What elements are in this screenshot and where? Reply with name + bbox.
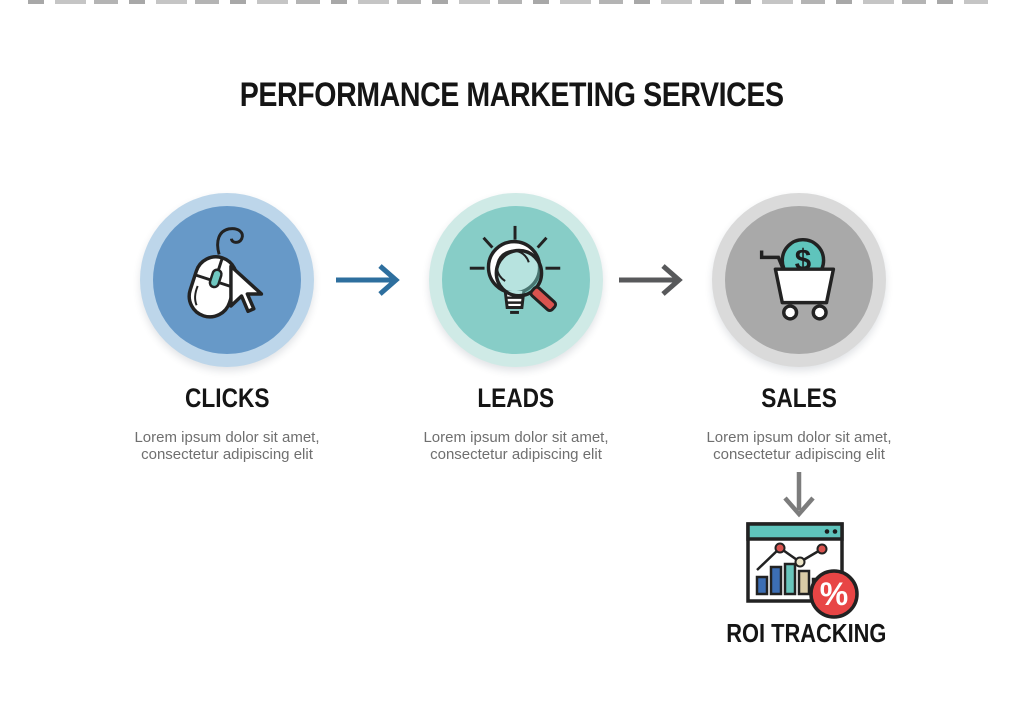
step-desc-clicks-line1: Lorem ipsum dolor sit amet, xyxy=(134,429,320,446)
step-desc-sales: Lorem ipsum dolor sit amet, consectetur … xyxy=(683,429,915,463)
arrow-clicks-to-leads xyxy=(336,264,400,296)
trend-point xyxy=(774,542,786,554)
step-label-sales-text: SALES xyxy=(761,383,837,413)
browser-dot-icon xyxy=(832,529,838,534)
browser-header-bar xyxy=(746,522,844,541)
step-desc-sales-line1: Lorem ipsum dolor sit amet, xyxy=(706,429,892,446)
cart-basket xyxy=(773,267,836,305)
step-label-sales: SALES xyxy=(689,383,909,414)
page-title: PERFORMANCE MARKETING SERVICES xyxy=(0,76,1024,115)
lightbulb-rays xyxy=(469,225,561,270)
computer-mouse-cursor-icon xyxy=(187,227,264,319)
cursor-arrow xyxy=(229,264,264,314)
step-circle-sales-inner: $ xyxy=(725,206,873,354)
percent-badge xyxy=(809,569,859,619)
arrow-leads-to-sales xyxy=(619,264,683,296)
magnifier-lens xyxy=(494,248,544,298)
mouse-scroll-wheel xyxy=(208,268,223,289)
roi-tracking-label-text: ROI TRACKING xyxy=(725,618,887,648)
cart-wheel-right xyxy=(811,304,828,321)
step-label-leads-text: LEADS xyxy=(477,383,555,413)
cart-handle xyxy=(759,250,785,270)
magnifier-handle xyxy=(529,285,558,312)
magnifier-lightbulb-icon xyxy=(469,225,561,314)
browser-dot-icon xyxy=(824,529,830,534)
percent-symbol: % xyxy=(820,576,848,612)
step-circle-clicks-inner xyxy=(153,206,301,354)
step-desc-sales-line2: consectetur adipiscing elit xyxy=(713,446,885,463)
step-circle-sales: $ xyxy=(712,193,886,367)
step-circle-leads-inner xyxy=(442,206,590,354)
step-label-clicks: CLICKS xyxy=(117,383,337,414)
trend-point xyxy=(816,543,828,555)
step-label-leads: LEADS xyxy=(406,383,626,414)
step-desc-clicks-line2: consectetur adipiscing elit xyxy=(141,446,313,463)
step-desc-leads-line1: Lorem ipsum dolor sit amet, xyxy=(423,429,609,446)
trend-line xyxy=(756,546,823,571)
cropped-text-artifact xyxy=(28,0,988,4)
trend-point xyxy=(794,556,806,568)
analytics-browser-window-icon: % xyxy=(746,522,859,619)
cart-wheel-left xyxy=(782,304,799,321)
step-desc-leads-line2: consectetur adipiscing elit xyxy=(430,446,602,463)
step-label-clicks-text: CLICKS xyxy=(184,383,270,413)
step-circle-leads xyxy=(429,193,603,367)
shopping-cart-dollar-icon: $ xyxy=(759,237,836,321)
arrow-sales-to-roi xyxy=(783,472,815,518)
step-circle-clicks xyxy=(140,193,314,367)
page-title-text: PERFORMANCE MARKETING SERVICES xyxy=(240,76,784,114)
roi-tracking-label: ROI TRACKING xyxy=(698,618,914,649)
mouse-cable xyxy=(216,227,244,255)
step-desc-clicks: Lorem ipsum dolor sit amet, consectetur … xyxy=(111,429,343,463)
step-desc-leads: Lorem ipsum dolor sit amet, consectetur … xyxy=(400,429,632,463)
